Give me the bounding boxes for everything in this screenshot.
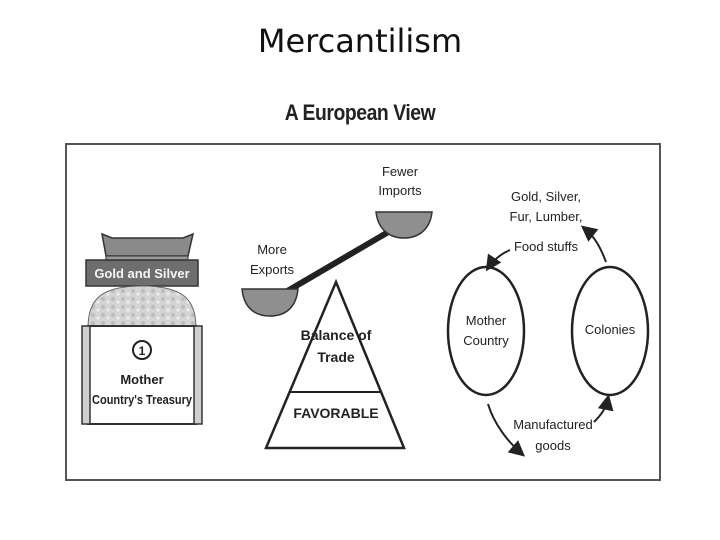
treasury-caption-line1: Mother	[120, 372, 163, 387]
treasury-number: 1	[139, 344, 146, 358]
treasury-caption-line2: Country's Treasury	[92, 392, 193, 407]
treasury-number-badge	[132, 340, 152, 360]
right-pan	[375, 211, 433, 239]
coin-pile	[87, 285, 197, 329]
manufactured-goods-label-line1: Manufactured	[513, 417, 593, 432]
manufactured-goods-label-line2: goods	[535, 438, 571, 453]
mother-country-label-line2: Country	[463, 333, 509, 348]
chest-label-band	[85, 259, 199, 287]
left-pan-label-line2: Exports	[250, 262, 295, 277]
left-pan-label-line1: More	[257, 242, 287, 257]
colonies-to-mother-arrow-lower	[485, 249, 511, 272]
mother-country-node	[446, 265, 526, 397]
right-pan-label-line2: Imports	[378, 183, 422, 198]
colonies-to-mother-arrow-upper	[580, 225, 607, 263]
fulcrum-label-line1: Balance of	[301, 327, 372, 343]
mother-to-colonies-arrow-upper	[593, 394, 614, 423]
left-pan	[241, 288, 299, 317]
treasury-chest: Gold and Silver 1 Mother Country's Treas…	[81, 232, 203, 425]
scale-beam	[270, 221, 404, 303]
balance-scale: Fewer Imports More Exports Balance of Tr…	[241, 164, 433, 450]
raw-goods-label-line2: Fur, Lumber,	[510, 209, 583, 224]
mother-to-colonies-arrow-lower	[487, 403, 526, 457]
trade-result-label: FAVORABLE	[293, 405, 378, 421]
diagram-frame	[65, 143, 661, 481]
right-pan-label-line1: Fewer	[382, 164, 419, 179]
fulcrum-label-line2: Trade	[317, 349, 355, 365]
colonies-label: Colonies	[585, 322, 636, 337]
chest-label: Gold and Silver	[94, 266, 189, 281]
raw-goods-label-line3: Food stuffs	[514, 239, 579, 254]
mother-country-label-line1: Mother	[466, 313, 507, 328]
fulcrum-triangle	[264, 278, 406, 450]
diagram-title: A European View	[284, 100, 436, 125]
trade-cycle: Mother Country Colonies Gold, Silver, Fu…	[446, 189, 650, 457]
slide-title: Mercantilism	[257, 22, 463, 60]
raw-goods-label-line1: Gold, Silver,	[511, 189, 581, 204]
